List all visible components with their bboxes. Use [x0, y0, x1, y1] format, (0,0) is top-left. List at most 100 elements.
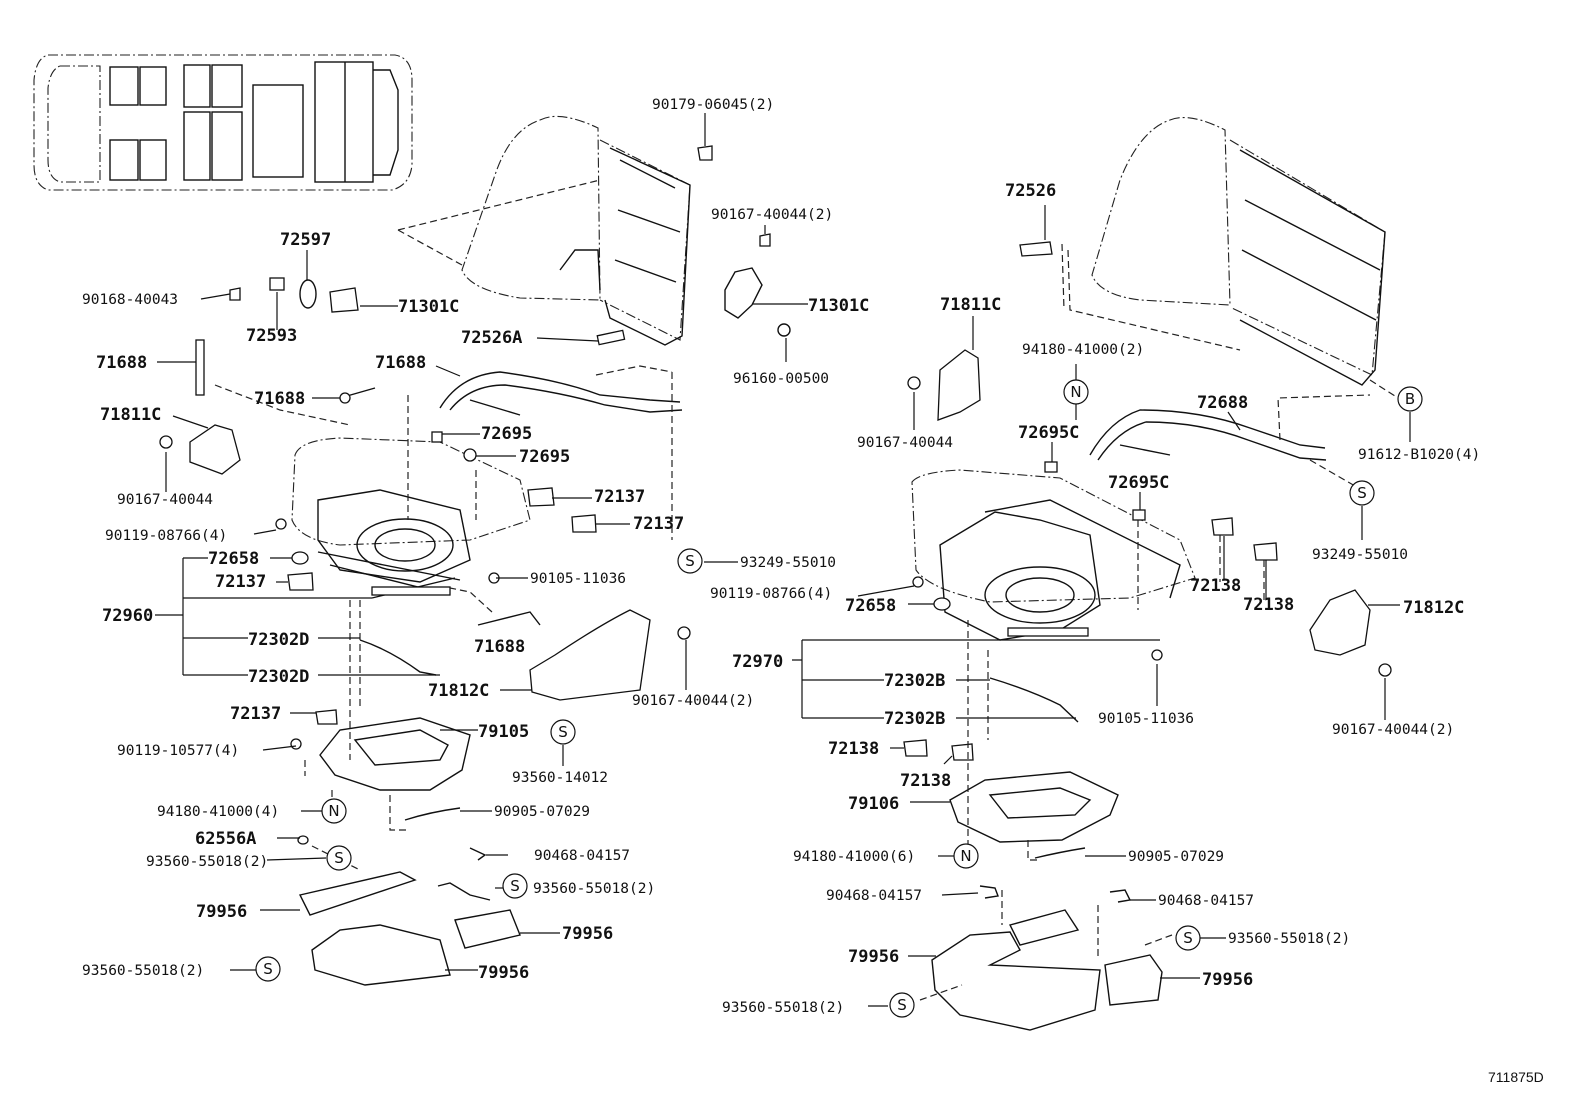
symbol-s-right-1: S [1175, 925, 1201, 951]
part-label: 72695C [1018, 423, 1079, 443]
part-label: 79105 [478, 722, 529, 742]
symbol-s-right-2: S [889, 992, 915, 1018]
part-label: 71811C [940, 295, 1001, 315]
part-label: 71688 [96, 353, 147, 373]
part-label: 72695 [519, 447, 570, 467]
vehicle-layout-inset [33, 54, 413, 191]
part-label: 93249-55010 [740, 555, 836, 571]
part-label: 90468-04157 [1158, 893, 1254, 909]
part-label: 93560-55018(2) [82, 963, 204, 979]
right-seatback [1067, 117, 1399, 399]
leader-lines [155, 113, 1411, 1007]
part-label: 90119-10577(4) [117, 743, 239, 759]
symbol-markers: S S N S S S N B S N S S [255, 379, 1423, 1018]
part-label: 94180-41000(2) [1022, 342, 1144, 358]
part-label: 93560-55018(2) [722, 1000, 844, 1016]
part-label: 72658 [845, 596, 896, 616]
part-label: 90179-06045(2) [652, 97, 774, 113]
right-small-parts [724, 233, 1392, 903]
svg-text:N: N [328, 802, 339, 820]
left-cable-harness [439, 371, 683, 416]
svg-text:S: S [685, 552, 695, 570]
part-label: 72138 [900, 771, 951, 791]
part-label: 90905-07029 [1128, 849, 1224, 865]
symbol-s-left-1: S [326, 845, 352, 871]
part-label: 79106 [848, 794, 899, 814]
part-label: 71688 [375, 353, 426, 373]
right-seat-cushion [911, 469, 1196, 641]
left-covers-79956 [298, 871, 521, 986]
svg-text:S: S [263, 960, 273, 978]
part-label: 79956 [478, 963, 529, 983]
symbol-n-left: N [321, 798, 347, 824]
part-label: 71688 [474, 637, 525, 657]
svg-text:N: N [1070, 383, 1081, 401]
part-label: 94180-41000(4) [157, 804, 279, 820]
svg-text:N: N [960, 847, 971, 865]
diagram-id: 711875D [1488, 1069, 1544, 1085]
part-label: 71812C [428, 681, 489, 701]
part-label: 90167-40044(2) [1332, 722, 1454, 738]
part-label: 72695 [481, 424, 532, 444]
part-label: 90168-40043 [82, 292, 178, 308]
right-cable-harness [1089, 409, 1327, 461]
part-labels-left: 90179-06045(2) 72597 90168-40043 72593 7… [82, 97, 836, 983]
part-label: 90167-40044(2) [711, 207, 833, 223]
symbol-s-93249-right: S [1349, 480, 1375, 506]
left-guide-lines [214, 365, 673, 871]
part-label: 93560-14012 [512, 770, 608, 786]
symbol-s-93560-14012: S [550, 719, 576, 745]
part-label: 72593 [246, 326, 297, 346]
left-seatback [397, 115, 691, 346]
part-label: 72302B [884, 671, 945, 691]
svg-text:B: B [1405, 390, 1415, 408]
part-label: 72137 [230, 704, 281, 724]
part-label: 93560-55018(2) [1228, 931, 1350, 947]
part-label: 72658 [208, 549, 259, 569]
part-label: 90167-40044 [857, 435, 953, 451]
part-label: 72137 [594, 487, 645, 507]
part-label: 93560-55018(2) [146, 854, 268, 870]
part-label: 71811C [100, 405, 161, 425]
left-seat-cushion [291, 437, 531, 599]
part-label: 79956 [1202, 970, 1253, 990]
part-label: 94180-41000(6) [793, 849, 915, 865]
part-label: 72137 [633, 514, 684, 534]
symbol-s-93249-left: S [677, 548, 703, 574]
part-label: 71812C [1403, 598, 1464, 618]
part-label: 93249-55010 [1312, 547, 1408, 563]
part-label: 72970 [732, 652, 783, 672]
svg-text:S: S [897, 996, 907, 1014]
part-label: 79956 [848, 947, 899, 967]
svg-text:S: S [1357, 484, 1367, 502]
svg-text:S: S [510, 877, 520, 895]
part-label: 72960 [102, 606, 153, 626]
part-label: 72138 [1243, 595, 1294, 615]
part-label: 72138 [1190, 576, 1241, 596]
part-label: 62556A [195, 829, 256, 849]
part-label: 90119-08766(4) [710, 586, 832, 602]
part-label: 79956 [562, 924, 613, 944]
part-label: 72688 [1197, 393, 1248, 413]
part-label: 72302D [248, 667, 309, 687]
part-label: 90119-08766(4) [105, 528, 227, 544]
left-seat-base-79105 [319, 717, 471, 791]
part-label: 72302D [248, 630, 309, 650]
symbol-b-right: B [1397, 386, 1423, 412]
part-label: 90167-40044(2) [632, 693, 754, 709]
part-label: 72138 [828, 739, 879, 759]
part-labels-right: 90167-40044(2) 71301C 96160-00500 72526 … [710, 181, 1480, 1016]
part-label: 93560-55018(2) [533, 881, 655, 897]
part-label: 90468-04157 [826, 888, 922, 904]
svg-text:S: S [558, 723, 568, 741]
symbol-n-right-top: N [1063, 379, 1089, 405]
part-label: 72526A [461, 328, 522, 348]
part-label: 71301C [808, 296, 869, 316]
svg-text:S: S [1183, 929, 1193, 947]
part-label: 79956 [196, 902, 247, 922]
svg-text:S: S [334, 849, 344, 867]
right-covers-79956 [931, 909, 1163, 1031]
part-label: 96160-00500 [733, 371, 829, 387]
symbol-s-left-3: S [255, 956, 281, 982]
